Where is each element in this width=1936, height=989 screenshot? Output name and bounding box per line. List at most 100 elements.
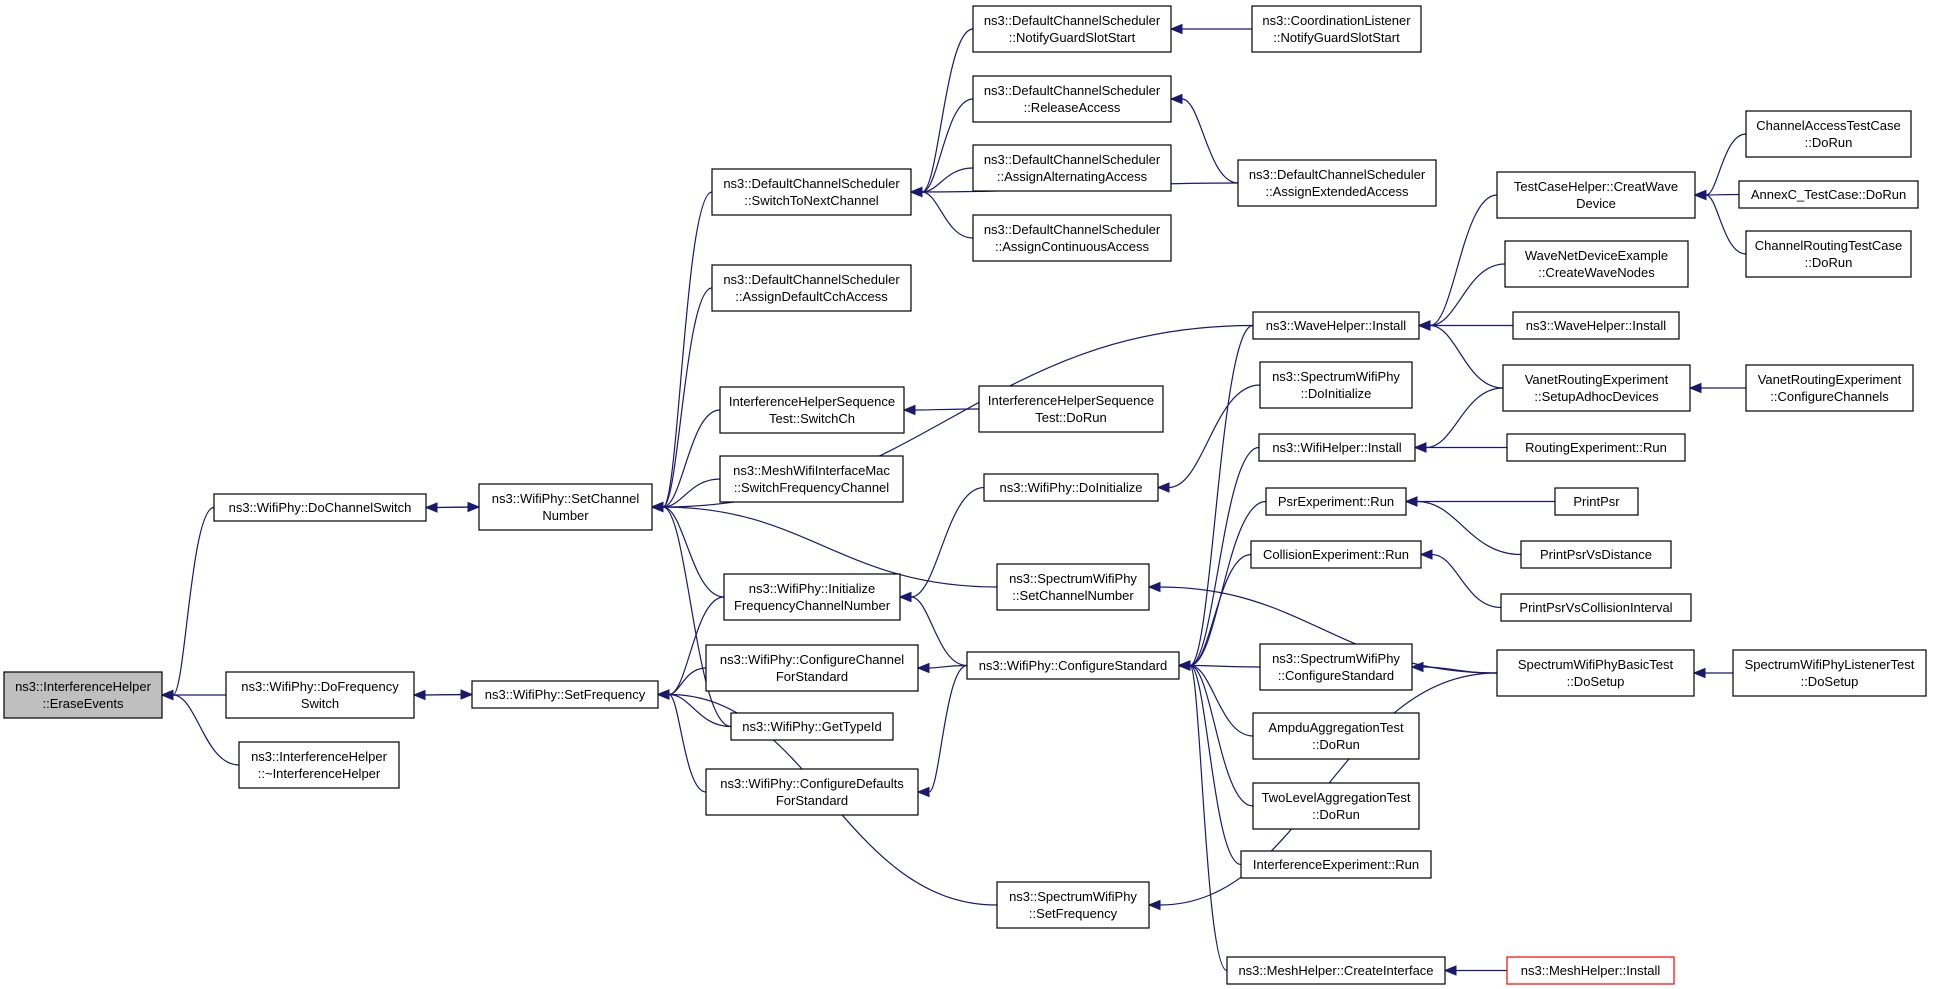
node-collision-experiment-run[interactable]: CollisionExperiment::Run — [1250, 540, 1422, 569]
node-routing-experiment-run[interactable]: RoutingExperiment::Run — [1506, 433, 1686, 462]
call-edge-spectrum_basic_test-to-spectrum_configure_standard — [1410, 661, 1498, 674]
node-coordination-listener-notify[interactable]: ns3::CoordinationListener::NotifyGuardSl… — [1251, 5, 1422, 53]
node-annexc-test[interactable]: AnnexC_TestCase::DoRun — [1738, 180, 1919, 209]
arrowhead — [909, 186, 923, 198]
node-notify-guard-slot-start[interactable]: ns3::DefaultChannelScheduler::NotifyGuar… — [972, 5, 1172, 53]
node-label: ns3::WifiPhy::GetTypeId — [742, 719, 881, 734]
node-box — [3, 671, 163, 719]
node-box — [238, 741, 400, 789]
arrowhead — [460, 689, 474, 700]
node-spectrum-do-initialize[interactable]: ns3::SpectrumWifiPhy::DoInitialize — [1259, 361, 1413, 409]
node-assign-continuous-access[interactable]: ns3::DefaultChannelScheduler::AssignCont… — [972, 214, 1172, 262]
node-erase-events[interactable]: ns3::InterferenceHelper::EraseEvents — [3, 671, 163, 719]
node-layer: ns3::InterferenceHelper::EraseEventsns3:… — [3, 5, 1927, 985]
edge-line — [425, 506, 469, 509]
node-assign-default-cch-access[interactable]: ns3::DefaultChannelScheduler::AssignDefa… — [711, 264, 912, 312]
node-spectrum-set-channel-number[interactable]: ns3::SpectrumWifiPhy::SetChannelNumber — [996, 563, 1150, 611]
node-switch-to-next-channel[interactable]: ns3::DefaultChannelScheduler::SwitchToNe… — [711, 168, 912, 216]
node-box — [1265, 487, 1407, 516]
node-mesh-helper-install[interactable]: ns3::MeshHelper::Install — [1506, 956, 1675, 985]
node-label: ns3::MeshHelper::CreateInterface — [1238, 963, 1433, 978]
node-set-channel-number[interactable]: ns3::WifiPhy::SetChannelNumber — [478, 483, 653, 531]
edge-line — [1189, 664, 1254, 807]
edge-line — [1189, 664, 1261, 668]
call-edge-do_channel_switch-to-set_channel_number — [425, 501, 481, 513]
node-wave-net-device-example[interactable]: WaveNetDeviceExample::CreateWaveNodes — [1504, 240, 1689, 288]
node-psr-experiment-run[interactable]: PsrExperiment::Run — [1265, 487, 1407, 516]
node-release-access[interactable]: ns3::DefaultChannelScheduler::ReleaseAcc… — [972, 75, 1172, 123]
node-configure-standard[interactable]: ns3::WifiPhy::ConfigureStandard — [966, 651, 1180, 680]
node-configure-channel-for-standard[interactable]: ns3::WifiPhy::ConfigureChannelForStandar… — [705, 644, 919, 692]
edge-line — [921, 28, 974, 193]
node-label: ns3::MeshWifiInterfaceMac — [733, 463, 890, 478]
node-spectrum-basic-test[interactable]: SpectrumWifiPhyBasicTest::DoSetup — [1496, 649, 1695, 697]
call-edge-coordination_listener_notify-to-notify_guard_slot_start — [1169, 23, 1252, 35]
call-edge-configure_standard-to-configure_channel_for_standard — [916, 662, 968, 674]
arrowhead — [1693, 189, 1707, 201]
call-edge-wave_helper_install-to-configure_standard — [1177, 324, 1254, 671]
node-two-level-aggregation-test[interactable]: TwoLevelAggregationTest::DoRun — [1252, 782, 1420, 830]
node-assign-extended-access[interactable]: ns3::DefaultChannelScheduler::AssignExte… — [1237, 159, 1437, 207]
node-box — [225, 671, 415, 719]
node-get-type-id[interactable]: ns3::WifiPhy::GetTypeId — [730, 712, 894, 741]
node-wifi-phy-do-initialize[interactable]: ns3::WifiPhy::DoInitialize — [983, 473, 1159, 502]
node-spectrum-listener-test[interactable]: SpectrumWifiPhyListenerTest::DoSetup — [1732, 649, 1927, 697]
node-wave-helper-install-2[interactable]: ns3::WaveHelper::Install — [1512, 311, 1680, 340]
node-assign-alternating-access[interactable]: ns3::DefaultChannelScheduler::AssignAlte… — [972, 144, 1172, 192]
arrowhead — [898, 591, 912, 603]
call-edge-print_psr_vs_distance-to-psr_experiment_run — [1404, 496, 1522, 556]
node-box — [1496, 649, 1695, 697]
node-label: ::EraseEvents — [43, 696, 124, 711]
node-label: ns3::WifiPhy::DoChannelSwitch — [229, 500, 412, 515]
call-edge-spectrum_do_initialize-to-wifi_phy_do_initialize — [1156, 384, 1261, 493]
node-print-psr-vs-collision[interactable]: PrintPsrVsCollisionInterval — [1500, 593, 1692, 622]
node-label: InterferenceHelperSequence — [988, 393, 1154, 408]
edge-line — [1422, 666, 1498, 674]
call-edge-routing_experiment_run-to-wifi_helper_install — [1413, 442, 1507, 453]
node-label: PrintPsr — [1573, 494, 1620, 509]
node-label: ns3::WaveHelper::Install — [1526, 318, 1667, 333]
node-interference-experiment-run[interactable]: InterferenceExperiment::Run — [1240, 850, 1432, 879]
node-label: Switch — [301, 696, 339, 711]
node-ampdu-aggregation-test[interactable]: AmpduAggregationTest::DoRun — [1252, 712, 1420, 760]
node-label: ns3::DefaultChannelScheduler — [723, 272, 900, 287]
node-label: ::ReleaseAccess — [1024, 100, 1121, 115]
node-channel-routing-test[interactable]: ChannelRoutingTestCase::DoRun — [1745, 230, 1912, 278]
node-set-frequency[interactable]: ns3::WifiPhy::SetFrequency — [471, 680, 659, 709]
node-label: ns3::DefaultChannelScheduler — [1249, 167, 1426, 182]
node-vanet-configure-channels[interactable]: VanetRoutingExperiment::ConfigureChannel… — [1745, 364, 1914, 412]
edge-line — [1416, 500, 1522, 556]
node-configure-defaults-for-standard[interactable]: ns3::WifiPhy::ConfigureDefaultsForStanda… — [705, 768, 919, 816]
node-label: ::AssignContinuousAccess — [995, 239, 1149, 254]
node-label: ::SetChannelNumber — [1012, 588, 1134, 603]
node-wifi-helper-install[interactable]: ns3::WifiHelper::Install — [1258, 433, 1416, 462]
node-box — [1252, 311, 1420, 340]
node-box — [1252, 712, 1420, 760]
node-label: ::DoSetup — [1801, 674, 1859, 689]
node-label: ForStandard — [776, 793, 848, 808]
node-label: ns3::WifiPhy::ConfigureDefaults — [720, 776, 904, 791]
node-box — [1520, 540, 1672, 569]
node-wave-helper-install[interactable]: ns3::WaveHelper::Install — [1252, 311, 1420, 340]
node-spectrum-configure-standard[interactable]: ns3::SpectrumWifiPhy::ConfigureStandard — [1259, 643, 1413, 691]
node-channel-access-test[interactable]: ChannelAccessTestCase::DoRun — [1745, 110, 1912, 158]
node-print-psr[interactable]: PrintPsr — [1554, 487, 1639, 516]
node-do-channel-switch[interactable]: ns3::WifiPhy::DoChannelSwitch — [213, 493, 427, 522]
node-spectrum-set-frequency[interactable]: ns3::SpectrumWifiPhy::SetFrequency — [996, 881, 1150, 929]
node-box — [1226, 956, 1446, 985]
node-init-frequency-channel-number[interactable]: ns3::WifiPhy::InitializeFrequencyChannel… — [723, 573, 901, 621]
node-vanet-setup-adhoc[interactable]: VanetRoutingExperiment::SetupAdhocDevice… — [1502, 364, 1691, 412]
node-interference-helper-dtor[interactable]: ns3::InterferenceHelper::~InterferenceHe… — [238, 741, 400, 789]
node-label: Test::SwitchCh — [769, 411, 855, 426]
node-print-psr-vs-distance[interactable]: PrintPsrVsDistance — [1520, 540, 1672, 569]
node-box — [983, 473, 1159, 502]
node-mesh-helper-create-interface[interactable]: ns3::MeshHelper::CreateInterface — [1226, 956, 1446, 985]
node-box — [1745, 364, 1914, 412]
node-mesh-switch-frequency-channel[interactable]: ns3::MeshWifiInterfaceMac::SwitchFrequen… — [719, 455, 904, 503]
node-label: ns3::DefaultChannelScheduler — [984, 152, 1161, 167]
call-edge-interference_experiment_run-to-configure_standard — [1177, 660, 1242, 866]
